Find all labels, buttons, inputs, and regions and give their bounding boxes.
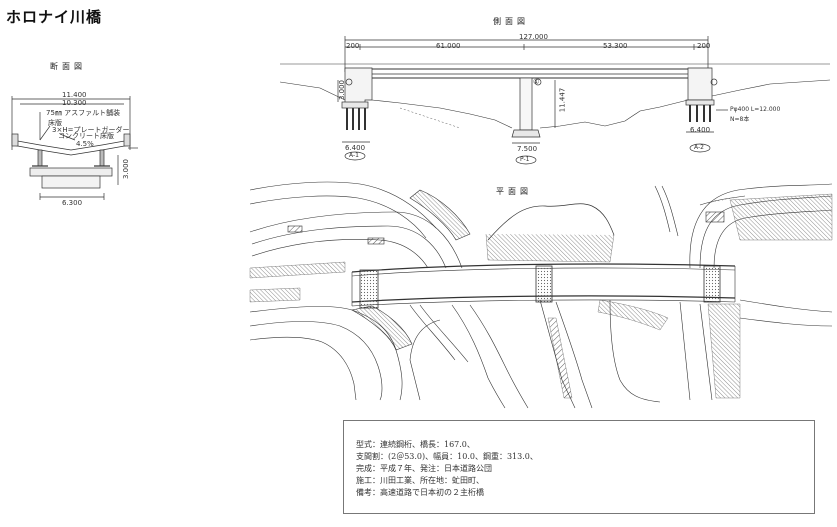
side-view-drawing (279, 36, 831, 165)
cs-pier-height: 3.000 (122, 158, 131, 180)
sv-abut-left-base: 6.400 (345, 144, 366, 152)
sv-end-right: 200 (697, 42, 711, 50)
info-completion: 完成：平成７年、発注：日本道路公団 (356, 464, 492, 473)
cs-girder: 3×H=プレートガーダー (52, 126, 130, 134)
sv-pier-base: 7.500 (517, 145, 538, 153)
sv-tag-a2: A-2 (694, 144, 704, 151)
sv-tag-a1: A-1 (349, 152, 359, 159)
sv-abut-right-base: 6.400 (690, 126, 711, 134)
sv-abut-right-note: Pφ400 L=12.000 (730, 106, 781, 113)
cs-road-width: 10.300 (62, 99, 87, 107)
cross-section-drawing (11, 96, 138, 200)
info-construction: 施工：川田工業、所在地：虻田町、 (356, 476, 484, 485)
cs-base-width: 6.300 (62, 199, 83, 207)
page-title: ホロナイ川橋 (6, 8, 103, 26)
cs-slope: 4.5% (76, 140, 94, 148)
plan-view-drawing (249, 181, 833, 409)
cs-concrete: コンクリート床版 (58, 132, 114, 140)
sv-pier-height: 11.447 (558, 87, 567, 113)
sv-pier-number: ① (533, 78, 540, 86)
sv-total-length: 127.000 (519, 33, 548, 41)
cs-slab: 床版 (48, 119, 62, 127)
cs-total-width: 11.400 (62, 91, 87, 99)
info-type: 型式：連続鋼桁、橋長：167.0、 (356, 440, 475, 449)
side-view-title: 側面図 (493, 17, 529, 26)
sv-end-left: 200 (346, 42, 360, 50)
sv-abut-left-height: 3.000 (338, 79, 347, 101)
plan-view-title: 平面図 (496, 187, 532, 196)
sv-tag-p1: P-1 (520, 156, 530, 163)
info-span: 支間割：(2＠53.0)、幅員：10.0、鋼重：313.0、 (356, 452, 538, 461)
sv-span-right: 53.300 (603, 42, 628, 50)
sv-abut-right-note2: N=8本 (730, 116, 750, 123)
cs-pavement: 75㎜ アスファルト舗装 (46, 109, 121, 117)
cross-section-title: 断面図 (50, 62, 86, 71)
info-notes: 備考：高速道路で日本初の２主桁橋 (356, 488, 484, 497)
bridge-info-box: 型式：連続鋼桁、橋長：167.0、 支間割：(2＠53.0)、幅員：10.0、鋼… (343, 420, 815, 514)
sv-span-left: 61.000 (436, 42, 461, 50)
